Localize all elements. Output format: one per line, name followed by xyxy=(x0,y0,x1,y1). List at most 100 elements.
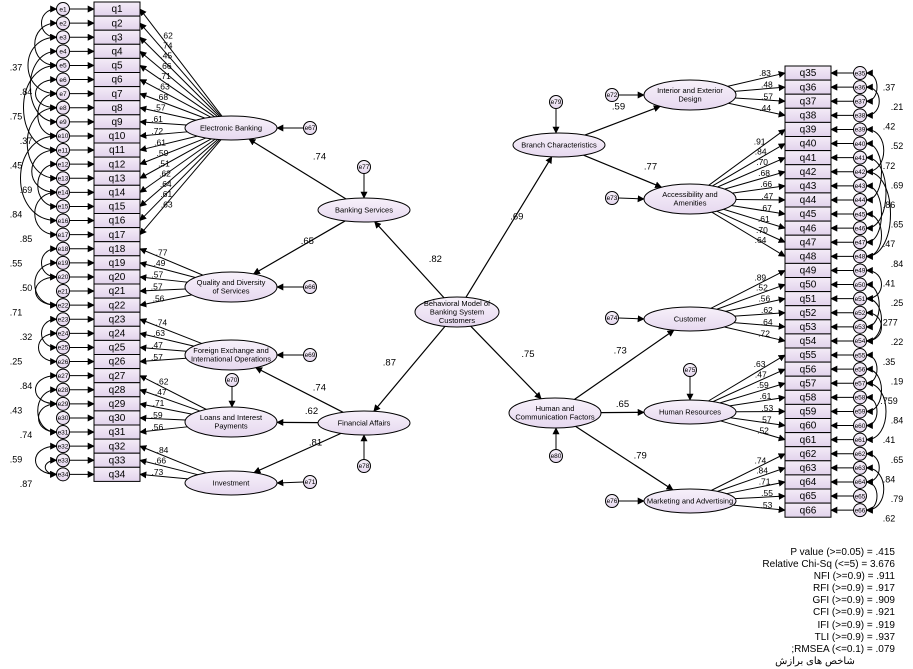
loading-arrow xyxy=(139,139,219,207)
disturbance-term xyxy=(303,475,317,489)
indicator-label: q54 xyxy=(800,336,817,347)
covariance-arc xyxy=(23,61,58,154)
error-label: e1 xyxy=(59,6,67,13)
error-label: e37 xyxy=(855,98,866,105)
loading-arrow xyxy=(139,287,186,295)
error-term xyxy=(853,503,867,518)
indicator-label: q55 xyxy=(800,350,817,361)
loading-value: .74 xyxy=(161,40,173,50)
disturbance-term xyxy=(357,459,371,473)
loading-arrow xyxy=(139,294,192,308)
first-order-factor-label: Loans and Interest xyxy=(200,413,263,422)
error-label: e39 xyxy=(855,127,866,134)
second-order-factor xyxy=(317,410,411,436)
error-label: e61 xyxy=(855,437,866,444)
error-term xyxy=(56,185,70,200)
error-label: e13 xyxy=(58,175,69,182)
indicator-label: q30 xyxy=(109,413,126,424)
indicator-label: q14 xyxy=(109,187,126,198)
indicator-label: q11 xyxy=(109,145,125,156)
error-term xyxy=(56,368,70,383)
error-term xyxy=(56,100,70,115)
covariance-value: .72 xyxy=(883,161,896,171)
loading-value: .62 xyxy=(761,305,773,315)
indicator-label: q56 xyxy=(800,364,817,375)
indicator-label: q13 xyxy=(109,173,126,184)
covariance-value: .50 xyxy=(20,283,33,293)
loading-value: .63 xyxy=(754,359,766,369)
loading-value: .59 xyxy=(156,148,168,158)
indicator-label: q15 xyxy=(109,202,126,213)
loading-value: .59 xyxy=(757,380,769,390)
error-label: e3 xyxy=(59,34,67,41)
error-label: e29 xyxy=(58,401,69,408)
error-term xyxy=(56,284,70,299)
path-coefficient: .65 xyxy=(301,236,314,247)
indicator-label: q27 xyxy=(109,371,126,382)
covariance-arc xyxy=(35,76,58,112)
loading-arrow xyxy=(139,426,188,435)
loading-value: .59 xyxy=(151,410,163,420)
indicator-label: q2 xyxy=(111,18,123,29)
path-coefficient: .75 xyxy=(521,349,534,360)
indicator-label: q66 xyxy=(800,505,817,516)
first-order-factor xyxy=(643,183,737,215)
path-arrow xyxy=(574,329,675,400)
error-term xyxy=(56,410,70,425)
loading-value: .57 xyxy=(154,102,166,112)
error-label: e66 xyxy=(855,507,866,514)
path-arrow xyxy=(248,138,347,200)
disturbance-term xyxy=(605,311,619,325)
loading-arrow xyxy=(729,394,786,407)
covariance-value: .25 xyxy=(891,298,904,308)
disturbance-label: e72 xyxy=(607,92,618,99)
loading-value: .55 xyxy=(761,488,773,498)
indicator-label: q38 xyxy=(800,110,817,121)
loading-value: .47 xyxy=(755,369,767,379)
error-label: e52 xyxy=(855,310,866,317)
first-order-factor-label: Electronic Banking xyxy=(200,123,262,132)
indicator-label: q64 xyxy=(800,477,817,488)
loading-arrow xyxy=(139,118,187,126)
error-label: e15 xyxy=(58,204,69,211)
disturbance-label: e78 xyxy=(359,463,370,470)
loading-arrow xyxy=(139,445,207,474)
path-coefficient: .82 xyxy=(429,254,442,265)
second-order-factor-label: Human and xyxy=(536,404,575,413)
first-order-factor xyxy=(643,488,737,514)
second-order-factor-label: Financial Affairs xyxy=(338,418,391,427)
error-term xyxy=(853,263,867,278)
second-order-factor-label: Communication Factors xyxy=(515,413,594,422)
loading-value: .61 xyxy=(151,114,163,124)
central-construct xyxy=(414,296,500,328)
covariance-arc xyxy=(20,132,58,225)
error-term xyxy=(853,249,867,264)
first-order-factor-label: Amenities xyxy=(674,199,707,208)
loading-value: .91 xyxy=(754,136,766,146)
error-term xyxy=(853,235,867,250)
indicator-label: q52 xyxy=(800,308,817,319)
indicator-label: q39 xyxy=(800,125,817,136)
covariance-value: .37 xyxy=(883,82,896,92)
covariance-value: .84 xyxy=(10,209,23,219)
error-term xyxy=(853,489,867,504)
path-coefficient: .65 xyxy=(616,399,629,410)
error-label: e9 xyxy=(59,119,67,126)
error-label: e35 xyxy=(855,70,866,77)
error-term xyxy=(56,171,70,186)
first-order-factor xyxy=(643,306,737,332)
indicator-label: q62 xyxy=(800,449,817,460)
loading-arrow xyxy=(727,71,786,87)
first-order-factor xyxy=(184,406,278,438)
covariance-value: .277 xyxy=(880,318,898,328)
loading-value: .64 xyxy=(755,235,767,245)
first-order-factor-label: Human Resources xyxy=(659,407,721,416)
error-term xyxy=(56,269,70,284)
covariance-value: .43 xyxy=(10,405,23,415)
indicator-label: q40 xyxy=(800,139,817,150)
fit-line: Relative Chi-Sq (<=5) = 3.676 xyxy=(762,559,895,571)
loading-arrow xyxy=(139,471,188,480)
loading-arrow xyxy=(734,309,786,317)
covariance-value: .759 xyxy=(880,396,898,406)
error-label: e27 xyxy=(58,373,69,380)
